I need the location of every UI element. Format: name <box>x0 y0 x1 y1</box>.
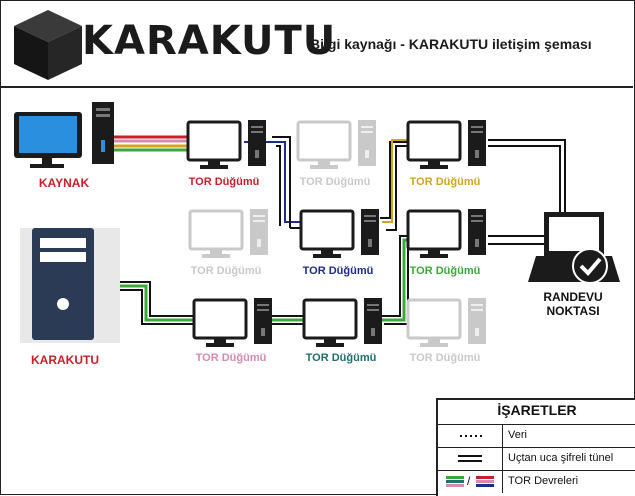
tor-node-gold-icon <box>406 120 486 169</box>
tor-node-label-gold: TOR Düğümü <box>409 176 481 188</box>
legend-row-tunnel: Uçtan uca şifreli tünel <box>438 447 635 470</box>
tor-node-inactive-1-icon <box>296 120 376 169</box>
header-title: Bilgi kaynağı - KARAKUTU iletişim şeması <box>310 36 592 52</box>
rendezvous-label-line2: NOKTASI <box>546 304 600 318</box>
karakutu-server-icon <box>20 228 120 343</box>
tor-node-pink-icon <box>192 298 272 347</box>
tor-node-teal-icon <box>302 298 382 347</box>
tor-node-red-icon <box>186 120 266 169</box>
tor-node-label-inactive-1: TOR Düğümü <box>299 176 371 188</box>
data-dotted-line-icon <box>438 425 503 447</box>
tunnel-upper-path <box>244 136 566 231</box>
tor-node-label-inactive-3: TOR Düğümü <box>409 352 481 364</box>
legend-data-text: Veri <box>508 429 527 441</box>
source-circuit-path <box>112 135 192 152</box>
circuit-swatch-icon: / <box>438 471 503 493</box>
source-label: KAYNAK <box>38 176 90 190</box>
tor-node-green-icon <box>406 209 486 258</box>
brand-wordmark: KARAKUTU <box>82 18 337 64</box>
tor-node-inactive-2-icon <box>188 209 268 258</box>
source-computer-icon <box>14 102 114 168</box>
legend-tunnel-text: Uçtan uca şifreli tünel <box>508 452 614 464</box>
tor-node-label-navy: TOR Düğümü <box>302 265 374 277</box>
legend-row-circuits: / TOR Devreleri <box>438 470 635 493</box>
header: KARAKUTU Bilgi kaynağı - KARAKUTU iletiş… <box>0 0 633 88</box>
cube-logo-icon <box>14 10 82 80</box>
tor-node-inactive-3-icon <box>406 298 486 347</box>
tor-node-label-green: TOR Düğümü <box>409 265 481 277</box>
tor-node-label-inactive-2: TOR Düğümü <box>190 265 262 277</box>
legend-title: İŞARETLER <box>497 402 577 418</box>
rendezvous-laptop-icon <box>528 212 620 284</box>
rendezvous-label-line1: RANDEVU <box>543 290 603 304</box>
tor-node-navy-icon <box>299 209 379 258</box>
legend-circuits-text: TOR Devreleri <box>508 475 579 487</box>
tor-node-label-pink: TOR Düğümü <box>195 352 267 364</box>
legend-row-data: Veri <box>438 424 635 447</box>
circuit-separator: / <box>467 474 471 488</box>
tunnel-double-line-icon <box>438 448 503 470</box>
tor-node-label-teal: TOR Düğümü <box>305 352 377 364</box>
legend: İŞARETLER Veri Uçtan uca şifreli tünel /… <box>436 398 635 496</box>
tor-node-label-red: TOR Düğümü <box>188 176 260 188</box>
karakutu-label: KARAKUTU <box>31 353 99 367</box>
